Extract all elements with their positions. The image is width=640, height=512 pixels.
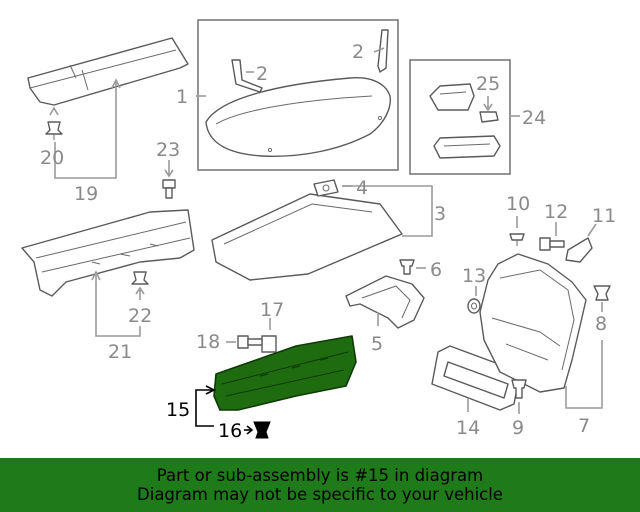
part-11-bracket — [565, 237, 593, 263]
banner-line-1: Part or sub-assembly is #15 in diagram — [156, 466, 484, 485]
callout-16: 16 — [218, 420, 242, 442]
callout-6: 6 — [430, 259, 442, 281]
callout-8: 8 — [595, 313, 607, 335]
part-14-storage-tray — [431, 345, 521, 411]
callout-5: 5 — [371, 333, 383, 355]
part-24-frame — [409, 59, 511, 175]
part-24-latch-cover — [429, 83, 501, 159]
callout-11: 11 — [592, 205, 616, 227]
callout-2b: 2 — [352, 41, 364, 63]
callout-13: 13 — [462, 265, 486, 287]
callout-17: 17 — [260, 299, 284, 321]
callout-1: 1 — [176, 86, 188, 108]
part-10-clip — [509, 233, 525, 246]
callout-19: 19 — [74, 183, 98, 205]
leader-19 — [54, 80, 117, 179]
part-7-side-trim — [479, 253, 587, 393]
part-5-bracket — [345, 275, 425, 329]
part-4-pad — [313, 179, 339, 197]
callout-4: 4 — [356, 177, 368, 199]
part-22-clip — [131, 271, 149, 285]
part-17-nut — [261, 335, 277, 353]
part-2-bracket-right — [377, 29, 389, 73]
callout-21: 21 — [108, 341, 132, 363]
part-2-bracket-left — [231, 59, 263, 93]
part-1-frame — [197, 19, 399, 171]
part-19-shelf-trim — [27, 37, 189, 106]
callout-15: 15 — [166, 399, 190, 421]
part-9-clip — [511, 379, 527, 399]
part-16-clip — [253, 421, 271, 439]
part-21-rear-panel — [21, 209, 195, 297]
callout-24: 24 — [522, 107, 546, 129]
callout-10: 10 — [506, 193, 530, 215]
callout-2a: 2 — [256, 63, 268, 85]
part-6-clip — [399, 259, 415, 275]
part-20-clip — [45, 121, 63, 140]
callout-25: 25 — [476, 73, 500, 95]
part-15-rear-panel-trim — [213, 335, 357, 411]
part-13-grommet — [467, 298, 481, 314]
part-1-trunk-lid-trim — [205, 77, 391, 157]
callout-18: 18 — [196, 331, 220, 353]
callout-23: 23 — [156, 139, 180, 161]
part-3-floor-mat — [211, 193, 403, 281]
callout-12: 12 — [544, 201, 568, 223]
part-8-clip — [593, 285, 611, 301]
part-12-bolt — [539, 237, 565, 251]
callout-22: 22 — [128, 305, 152, 327]
callout-3: 3 — [434, 203, 446, 225]
callout-20: 20 — [40, 147, 64, 169]
banner-line-2: Diagram may not be specific to your vehi… — [137, 485, 503, 504]
callout-14: 14 — [456, 417, 480, 439]
parts-diagram: 1 2 2 3 4 5 6 7 8 9 10 11 12 13 14 15 16… — [21, 19, 616, 442]
callout-7: 7 — [578, 415, 590, 437]
part-18-bolt — [237, 335, 263, 349]
part-25-clip — [479, 111, 499, 123]
leader-15 — [195, 389, 214, 427]
callout-9: 9 — [512, 417, 524, 439]
part-23-screw — [162, 179, 176, 199]
part-info-banner: Part or sub-assembly is #15 in diagram D… — [0, 458, 640, 512]
